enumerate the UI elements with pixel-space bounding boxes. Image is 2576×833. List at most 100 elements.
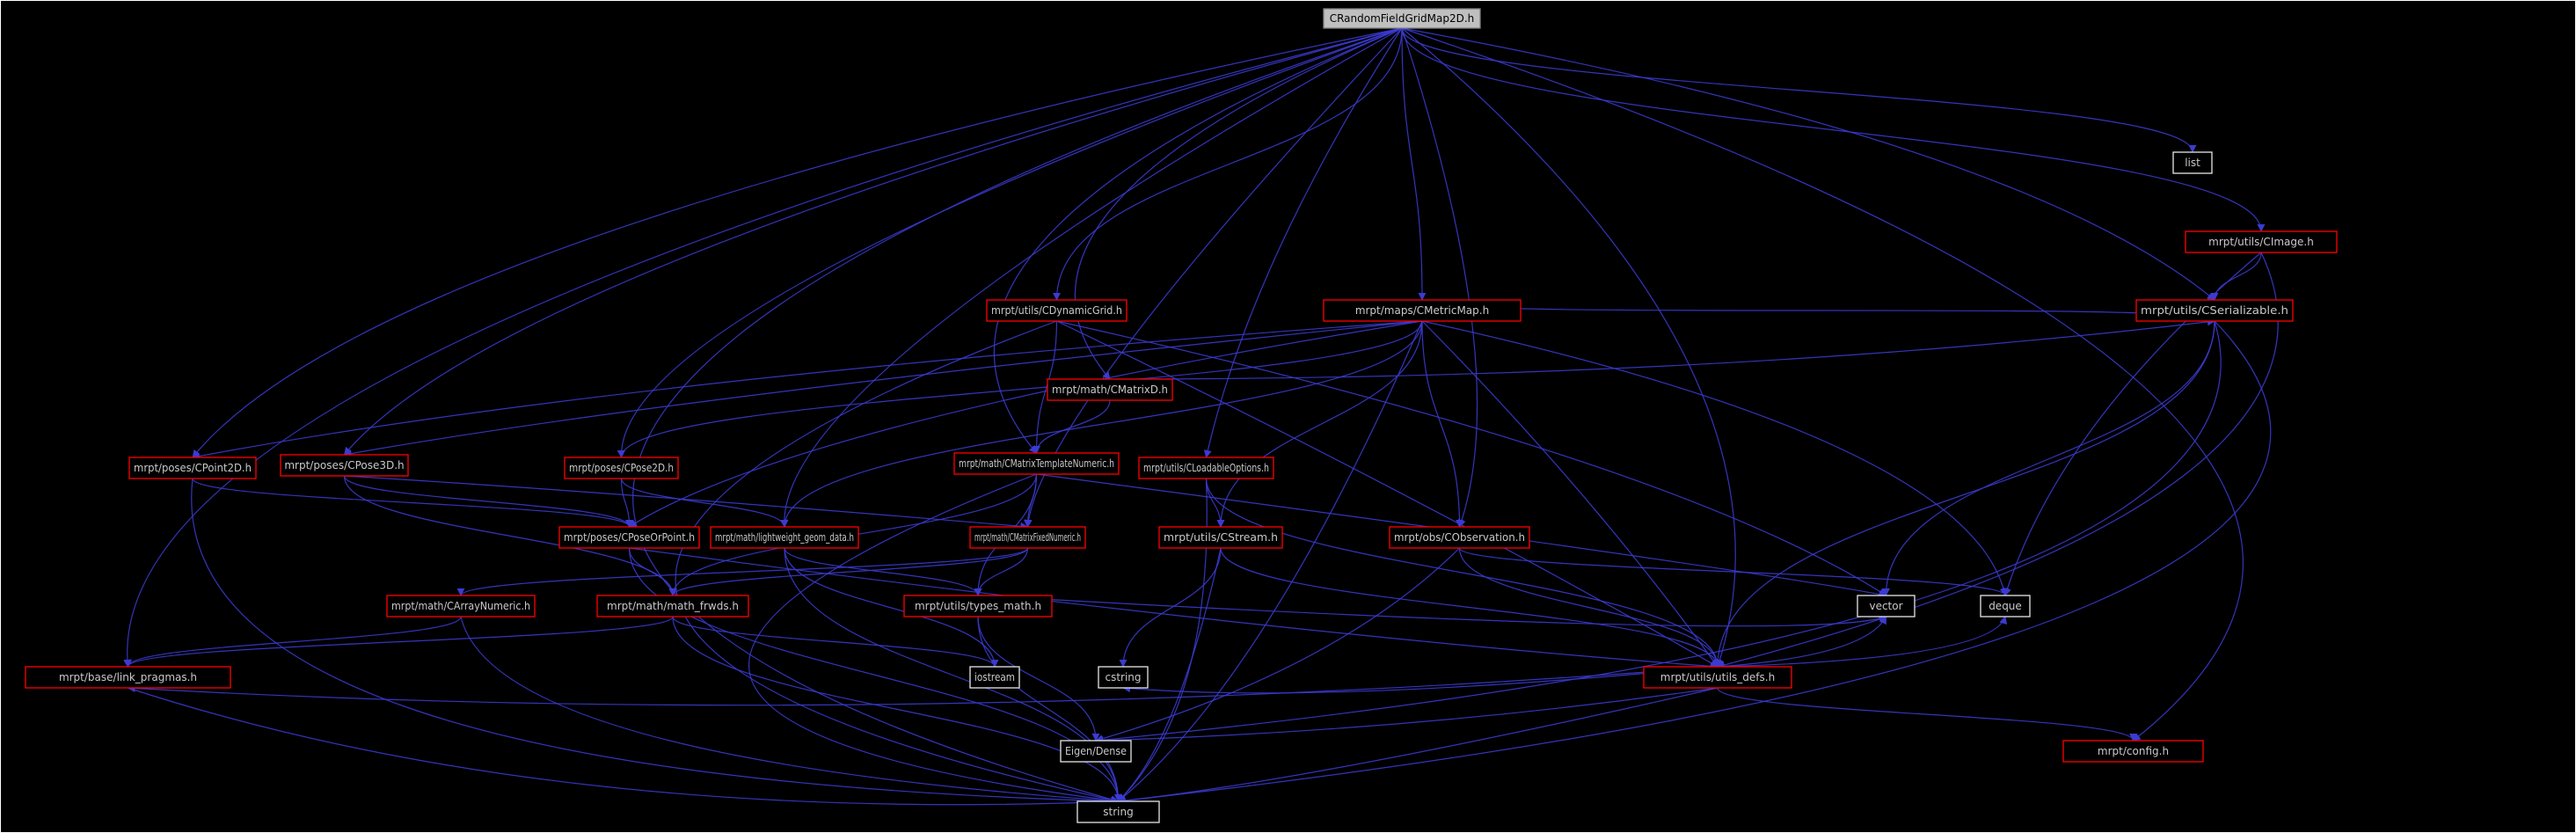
graph-node-mrpt-utils-cloadableoptions-h[interactable]: mrpt/utils/CLoadableOptions.h xyxy=(1138,457,1274,479)
graph-node-mrpt-utils-cstream-h[interactable]: mrpt/utils/CStream.h xyxy=(1158,526,1283,549)
include-edge xyxy=(784,547,982,596)
graph-node-cstring: cstring xyxy=(1098,666,1149,689)
include-edge xyxy=(977,595,1887,627)
graph-node-mrpt-math-math-frwds-h[interactable]: mrpt/math/math_frwds.h xyxy=(596,595,749,617)
include-edge xyxy=(1421,320,1719,668)
node-label: deque xyxy=(1989,600,2022,612)
graph-node-deque: deque xyxy=(1980,595,2031,617)
graph-node-vector: vector xyxy=(1857,595,1916,617)
include-edge xyxy=(784,547,1122,802)
include-edge xyxy=(1203,27,1403,458)
include-edge xyxy=(1033,399,1111,454)
graph-node-mrpt-utils-cimage-h[interactable]: mrpt/utils/CImage.h xyxy=(2185,230,2338,253)
node-label: mrpt/utils/CSerializable.h xyxy=(2141,304,2288,317)
node-label: Eigen/Dense xyxy=(1065,745,1127,757)
include-edge xyxy=(1109,318,2215,380)
include-edge xyxy=(748,473,1120,805)
node-label: mrpt/base/link_pragmas.h xyxy=(59,671,197,683)
graph-node-mrpt-poses-cpose2d-h[interactable]: mrpt/poses/CPose2D.h xyxy=(564,457,679,479)
graph-node-mrpt-math-cmatrixd-h[interactable]: mrpt/math/CMatrixD.h xyxy=(1047,378,1173,401)
include-edge xyxy=(1095,687,1719,745)
node-box xyxy=(2135,299,2294,322)
include-edge xyxy=(1401,27,1427,301)
node-label: mrpt/obs/CObservation.h xyxy=(1394,531,1525,544)
node-label: mrpt/maps/CMetricMap.h xyxy=(1355,304,1489,317)
graph-node-mrpt-math-cmatrixfixednumeric-h[interactable]: mrpt/math/CMatrixFixedNumeric.h xyxy=(969,526,1086,549)
node-label: cstring xyxy=(1105,671,1141,683)
include-edge xyxy=(128,687,1120,806)
include-edge xyxy=(1458,547,1722,668)
node-label: vector xyxy=(1869,600,1902,612)
include-edge xyxy=(617,320,1423,458)
node-box xyxy=(1643,666,1792,689)
graph-node-mrpt-base-link-pragmas-h[interactable]: mrpt/base/link_pragmas.h xyxy=(25,666,231,689)
include-edge xyxy=(192,320,1423,460)
include-edge xyxy=(632,27,1403,804)
include-edge xyxy=(1421,320,2008,596)
include-edge xyxy=(1421,320,1463,528)
node-box xyxy=(1076,800,1160,823)
node-box xyxy=(2185,230,2338,253)
include-edge xyxy=(1117,320,1423,802)
node-box xyxy=(969,666,1020,689)
node-box xyxy=(128,457,257,479)
node-label: list xyxy=(2185,157,2200,169)
include-edge xyxy=(1401,27,2215,301)
include-edge xyxy=(620,478,789,528)
node-box xyxy=(280,454,409,477)
graph-node-mrpt-utils-utils-defs-h[interactable]: mrpt/utils/utils_defs.h xyxy=(1643,666,1792,689)
include-edge xyxy=(1401,27,2266,232)
include-edge xyxy=(974,547,1029,596)
include-edge xyxy=(343,320,1423,458)
node-label: mrpt/math/math_frwds.h xyxy=(607,600,739,612)
graph-node-mrpt-config-h[interactable]: mrpt/config.h xyxy=(2062,740,2204,763)
include-edge xyxy=(628,547,1122,802)
include-edge xyxy=(1717,687,2137,742)
graph-node-mrpt-obs-cobservation-h[interactable]: mrpt/obs/CObservation.h xyxy=(1389,526,1530,549)
graph-node-mrpt-math-carraynumeric-h[interactable]: mrpt/math/CArrayNumeric.h xyxy=(386,595,536,617)
include-edge xyxy=(1717,616,2008,668)
include-edge xyxy=(1095,547,1460,743)
node-label: mrpt/utils/types_math.h xyxy=(915,600,1041,612)
graph-node-mrpt-math-cmatrixtemplatenumeric-h[interactable]: mrpt/math/CMatrixTemplateNumeric.h xyxy=(953,452,1120,475)
graph-node-mrpt-utils-cserializable-h[interactable]: mrpt/utils/CSerializable.h xyxy=(2135,299,2294,322)
include-edge xyxy=(124,616,674,668)
graph-node-mrpt-poses-cpoint2d-h[interactable]: mrpt/poses/CPoint2D.h xyxy=(128,457,257,479)
graph-node-mrpt-poses-cposeorpoint-h[interactable]: mrpt/poses/CPoseOrPoint.h xyxy=(558,526,700,549)
include-edge xyxy=(620,478,633,528)
include-edge xyxy=(628,320,1423,528)
graph-node-mrpt-math-lightweight-geom-data-h[interactable]: mrpt/math/lightweight_geom_data.h xyxy=(710,526,859,549)
node-box xyxy=(1138,457,1274,479)
include-edge xyxy=(668,547,1029,596)
node-box xyxy=(25,666,231,689)
graph-node-mrpt-maps-cmetricmap-h[interactable]: mrpt/maps/CMetricMap.h xyxy=(1323,299,1522,322)
graph-node-mrpt-poses-cpose3d-h[interactable]: mrpt/poses/CPose3D.h xyxy=(280,454,409,477)
include-edge xyxy=(977,616,1122,802)
include-edge xyxy=(1401,27,1478,528)
graph-root-node-crandomfieldgridmap2d-h[interactable]: CRandomFieldGridMap2D.h xyxy=(1323,8,1481,29)
graph-node-mrpt-utils-types-math-h[interactable]: mrpt/utils/types_math.h xyxy=(903,595,1053,617)
node-box xyxy=(1389,526,1530,549)
node-label: mrpt/math/CArrayNumeric.h xyxy=(391,600,530,612)
graph-node-mrpt-utils-cdynamicgrid-h[interactable]: mrpt/utils/CDynamicGrid.h xyxy=(986,299,1127,322)
node-box xyxy=(710,526,859,549)
node-box xyxy=(1158,526,1283,549)
graph-edges xyxy=(123,27,2279,806)
include-edge xyxy=(1220,547,1722,668)
node-label: mrpt/poses/CPoint2D.h xyxy=(134,462,252,474)
include-edge xyxy=(1117,687,1719,805)
graph-node-iostream: iostream xyxy=(969,666,1020,689)
node-label: mrpt/math/CMatrixD.h xyxy=(1052,384,1168,396)
include-edge xyxy=(1458,547,2010,596)
node-label: mrpt/config.h xyxy=(2098,745,2169,757)
include-edge xyxy=(191,478,1120,806)
node-label: mrpt/poses/CPose3D.h xyxy=(284,459,404,471)
node-box xyxy=(1857,595,1916,617)
include-edge xyxy=(617,27,1403,458)
include-edge xyxy=(343,475,633,528)
include-edge xyxy=(1205,478,1722,668)
include-edge xyxy=(1036,473,1887,598)
node-label: string xyxy=(1103,806,1133,818)
